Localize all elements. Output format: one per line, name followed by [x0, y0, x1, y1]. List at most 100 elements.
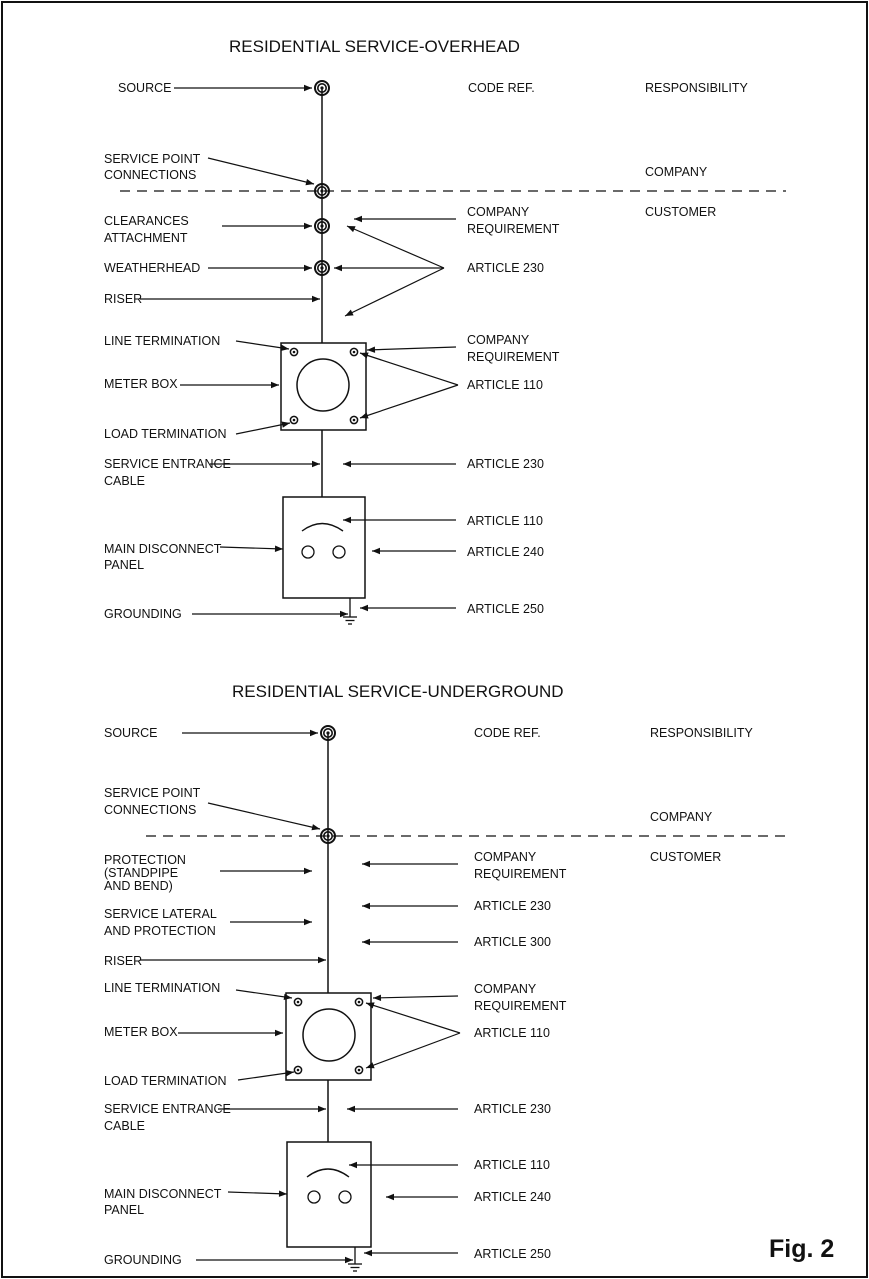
overhead-disconnect-panel	[282, 496, 366, 599]
underground-label-main-disconnect: MAIN DISCONNECT PANEL	[104, 1187, 225, 1217]
underground-code-article-300: ARTICLE 300	[474, 935, 551, 949]
overhead-label-main-disconnect: MAIN DISCONNECT PANEL	[104, 542, 225, 572]
underground-code-company-req-2: COMPANY REQUIREMENT	[474, 982, 567, 1013]
underground-label-service-entrance-line2: CABLE	[104, 1119, 145, 1133]
overhead-label-load-termination: LOAD TERMINATION	[104, 427, 226, 441]
underground-label-service-lateral-line1: SERVICE LATERAL	[104, 907, 217, 921]
overhead-code-article-240: ARTICLE 240	[467, 545, 544, 559]
underground-code-company-req-1-line2: REQUIREMENT	[474, 867, 567, 881]
overhead-code-article-230-a: ARTICLE 230	[467, 261, 544, 275]
underground-source-node-icon	[320, 725, 336, 741]
overhead-breaker-left-icon	[301, 545, 315, 559]
underground-label-service-point: SERVICE POINT CONNECTIONS	[104, 786, 204, 817]
underground-disconnect-panel	[286, 1141, 372, 1248]
underground-diagram: RESIDENTIAL SERVICE-UNDERGROUND CODE REF…	[104, 682, 790, 1272]
underground-label-riser: RISER	[104, 954, 142, 968]
underground-breaker-right-icon	[338, 1190, 352, 1204]
overhead-code-company-req-1-line2: REQUIREMENT	[467, 222, 560, 236]
overhead-switch-arc	[301, 522, 344, 532]
underground-label-service-lateral: SERVICE LATERAL AND PROTECTION	[104, 907, 220, 938]
overhead-code-article-110-b: ARTICLE 110	[467, 514, 543, 528]
overhead-label-service-point-line1: SERVICE POINT	[104, 152, 201, 166]
underground-responsibility-customer: CUSTOMER	[650, 850, 721, 864]
overhead-ground-icon	[343, 598, 357, 625]
underground-label-service-point-line1: SERVICE POINT	[104, 786, 201, 800]
underground-responsibility-company: COMPANY	[650, 810, 713, 824]
underground-label-protection-line1: PROTECTION	[104, 853, 186, 867]
overhead-label-service-entrance-line2: CABLE	[104, 474, 145, 488]
overhead-clearances-node-icon	[314, 218, 330, 234]
underground-code-company-req-1: COMPANY REQUIREMENT	[474, 850, 567, 881]
overhead-meter-dial	[296, 358, 350, 412]
overhead-code-article-110-a: ARTICLE 110	[467, 378, 543, 392]
overhead-label-weatherhead: WEATHERHEAD	[104, 261, 200, 275]
underground-switch-arc	[306, 1168, 350, 1178]
overhead-weatherhead-node-icon	[314, 260, 330, 276]
overhead-label-service-entrance-line1: SERVICE ENTRANCE	[104, 457, 231, 471]
overhead-label-line-termination: LINE TERMINATION	[104, 334, 220, 348]
underground-code-company-req-2-line1: COMPANY	[474, 982, 537, 996]
overhead-responsibility-customer: CUSTOMER	[645, 205, 716, 219]
underground-label-meter-box: METER BOX	[104, 1025, 178, 1039]
overhead-source-node-icon	[314, 80, 330, 96]
overhead-label-clearances: CLEARANCES ATTACHMENT	[104, 214, 192, 245]
underground-label-load-termination: LOAD TERMINATION	[104, 1074, 226, 1088]
overhead-code-company-req-2-line1: COMPANY	[467, 333, 530, 347]
overhead-title: RESIDENTIAL SERVICE-OVERHEAD	[229, 37, 520, 56]
overhead-code-ref-header: CODE REF.	[468, 81, 535, 95]
overhead-service-point-node-icon	[314, 183, 330, 199]
overhead-label-grounding: GROUNDING	[104, 607, 182, 621]
overhead-code-article-250: ARTICLE 250	[467, 602, 544, 616]
underground-label-source: SOURCE	[104, 726, 157, 740]
figure-label: Fig. 2	[769, 1235, 834, 1263]
overhead-label-service-entrance: SERVICE ENTRANCE CABLE	[104, 457, 234, 488]
overhead-label-clearances-line2: ATTACHMENT	[104, 231, 188, 245]
overhead-label-riser: RISER	[104, 292, 142, 306]
overhead-diagram: RESIDENTIAL SERVICE-OVERHEAD CODE REF. R…	[104, 37, 786, 625]
underground-right-arrows	[347, 860, 461, 1257]
underground-title: RESIDENTIAL SERVICE-UNDERGROUND	[232, 682, 564, 701]
underground-meter-dial	[302, 1008, 356, 1062]
overhead-breaker-right-icon	[332, 545, 346, 559]
underground-code-article-250: ARTICLE 250	[474, 1247, 551, 1261]
underground-code-company-req-1-line1: COMPANY	[474, 850, 537, 864]
underground-service-point-node-icon	[320, 828, 336, 844]
underground-label-protection-line3: AND BEND)	[104, 879, 173, 893]
overhead-code-company-req-1: COMPANY REQUIREMENT	[467, 205, 560, 236]
overhead-code-article-230-b: ARTICLE 230	[467, 457, 544, 471]
underground-code-ref-header: CODE REF.	[474, 726, 541, 740]
overhead-label-source: SOURCE	[118, 81, 171, 95]
underground-code-article-240: ARTICLE 240	[474, 1190, 551, 1204]
overhead-code-company-req-1-line1: COMPANY	[467, 205, 530, 219]
underground-left-arrows	[140, 729, 353, 1264]
underground-label-line-termination: LINE TERMINATION	[104, 981, 220, 995]
underground-label-service-entrance: SERVICE ENTRANCE CABLE	[104, 1102, 234, 1133]
underground-label-main-disconnect-line2: PANEL	[104, 1203, 144, 1217]
overhead-label-meter-box: METER BOX	[104, 377, 178, 391]
underground-label-main-disconnect-line1: MAIN DISCONNECT	[104, 1187, 222, 1201]
underground-ground-icon	[348, 1247, 362, 1272]
underground-responsibility-header: RESPONSIBILITY	[650, 726, 753, 740]
overhead-label-main-disconnect-line1: MAIN DISCONNECT	[104, 542, 222, 556]
overhead-code-company-req-2: COMPANY REQUIREMENT	[467, 333, 560, 364]
overhead-code-company-req-2-line2: REQUIREMENT	[467, 350, 560, 364]
overhead-label-main-disconnect-line2: PANEL	[104, 558, 144, 572]
underground-label-grounding: GROUNDING	[104, 1253, 182, 1267]
overhead-left-arrows	[140, 84, 348, 618]
overhead-label-clearances-line1: CLEARANCES	[104, 214, 189, 228]
underground-label-protection: PROTECTION (STANDPIPE AND BEND)	[104, 853, 189, 893]
underground-label-service-lateral-line2: AND PROTECTION	[104, 924, 216, 938]
overhead-responsibility-company: COMPANY	[645, 165, 708, 179]
underground-breaker-left-icon	[307, 1190, 321, 1204]
overhead-label-service-point: SERVICE POINT CONNECTIONS	[104, 152, 204, 182]
overhead-right-arrows	[334, 215, 459, 612]
underground-code-article-230-b: ARTICLE 230	[474, 1102, 551, 1116]
overhead-label-service-point-line2: CONNECTIONS	[104, 168, 196, 182]
underground-code-article-110-b: ARTICLE 110	[474, 1158, 550, 1172]
underground-code-company-req-2-line2: REQUIREMENT	[474, 999, 567, 1013]
underground-label-service-point-line2: CONNECTIONS	[104, 803, 196, 817]
underground-label-protection-line2: (STANDPIPE	[104, 866, 178, 880]
underground-label-service-entrance-line1: SERVICE ENTRANCE	[104, 1102, 231, 1116]
